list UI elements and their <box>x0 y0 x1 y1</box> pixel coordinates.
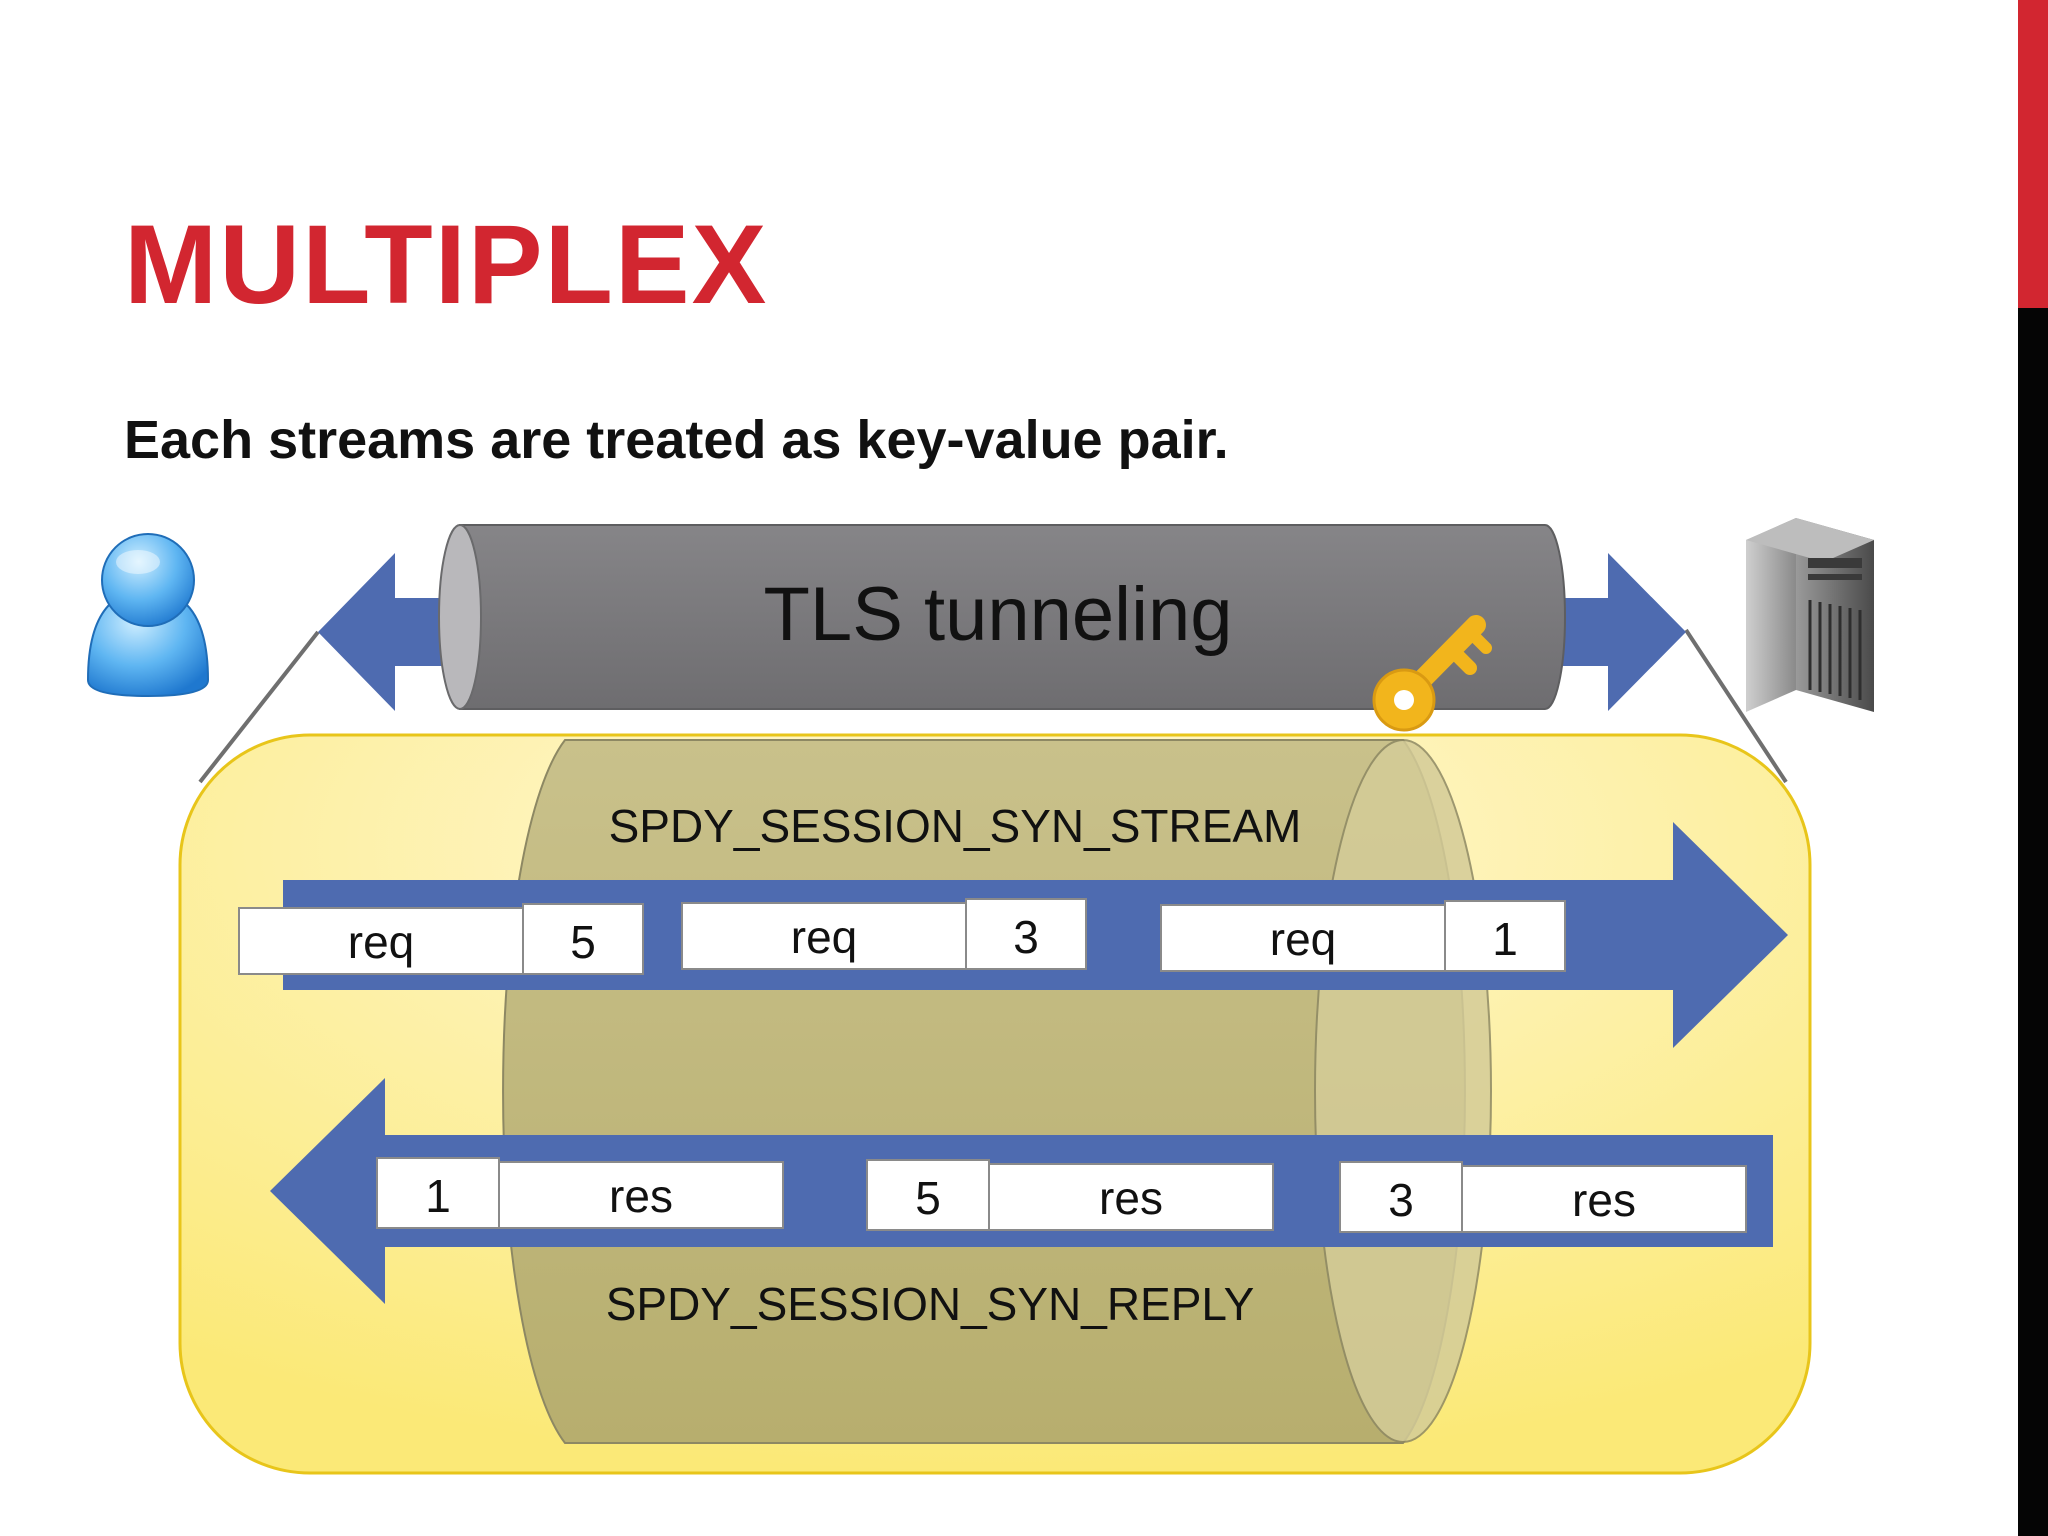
request-stream-id: 3 <box>1013 911 1039 963</box>
key-icon <box>1372 615 1492 732</box>
response-stream-id: 5 <box>915 1172 941 1224</box>
side-band-black <box>2018 308 2048 1536</box>
response-key: res <box>1099 1172 1163 1224</box>
response-stream-id: 3 <box>1388 1174 1414 1226</box>
request-frame: req 5 <box>238 903 644 975</box>
request-key: req <box>1270 913 1336 965</box>
response-key: res <box>609 1170 673 1222</box>
request-stream-id: 1 <box>1492 913 1518 965</box>
zoom-line-left <box>198 630 320 784</box>
slide-title: MULTIPLEX <box>124 202 769 327</box>
zoom-line-right <box>1684 628 1788 784</box>
response-frame: 3 res <box>1339 1161 1747 1233</box>
request-frame: req 1 <box>1160 900 1566 972</box>
request-frame: req 3 <box>681 898 1087 970</box>
response-frame: 1 res <box>376 1157 784 1229</box>
request-stream-id: 5 <box>570 916 596 968</box>
response-frame: 5 res <box>866 1159 1274 1231</box>
request-key: req <box>791 911 857 963</box>
user-icon <box>86 533 210 698</box>
request-key: req <box>348 916 414 968</box>
server-icon <box>1746 518 1874 712</box>
response-key: res <box>1572 1174 1636 1226</box>
response-stream-id: 1 <box>425 1170 451 1222</box>
slide-subtitle: Each streams are treated as key-value pa… <box>124 410 1229 470</box>
session-stream-label: SPDY_SESSION_SYN_STREAM <box>609 800 1302 852</box>
tunnel-label: TLS tunneling <box>764 572 1233 657</box>
session-reply-label: SPDY_SESSION_SYN_REPLY <box>606 1278 1255 1330</box>
side-band-red <box>2018 0 2048 308</box>
tls-tunnel <box>438 524 1566 710</box>
